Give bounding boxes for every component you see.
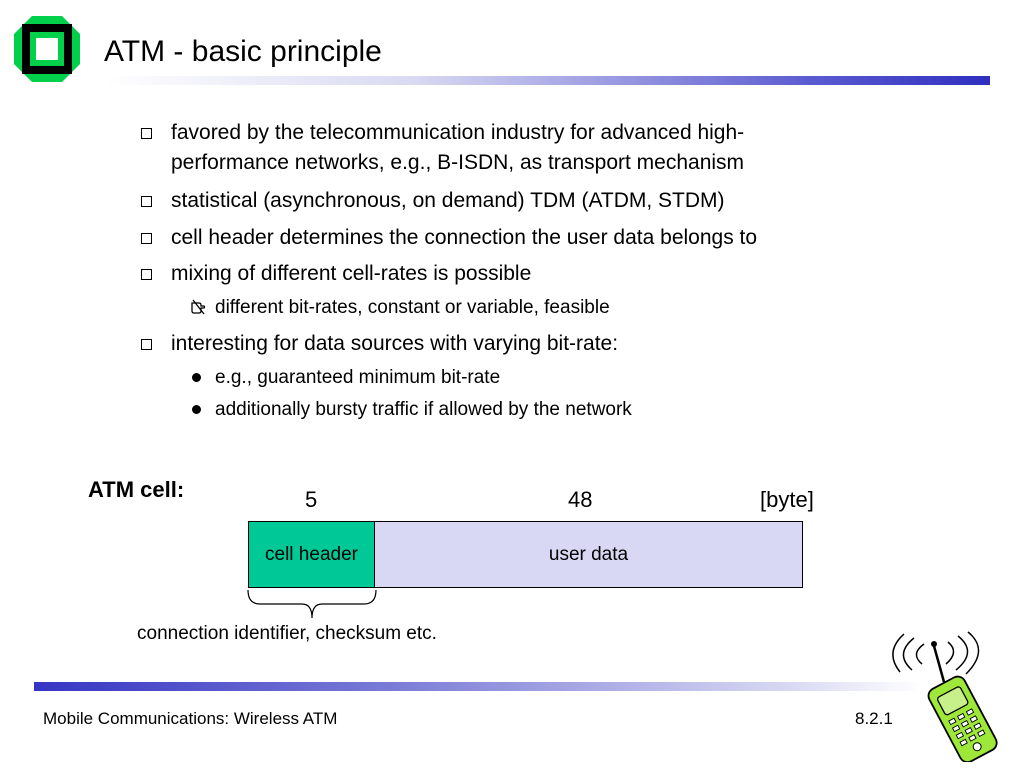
header-size-label: 5 xyxy=(305,487,318,512)
university-logo xyxy=(14,16,80,82)
bullet-text: cell header determines the connection th… xyxy=(171,226,758,249)
user-data-label: user data xyxy=(548,543,629,565)
header-brace xyxy=(246,588,378,622)
bullet-text: statistical (asynchronous, on demand) TD… xyxy=(171,189,725,212)
bullet-text: mixing of different cell-rates is possib… xyxy=(171,262,532,285)
slide-title: ATM - basic principle xyxy=(104,35,382,68)
sub-bullet-text: e.g., guaranteed minimum bit-rate xyxy=(215,367,501,388)
bullet-text: interesting for data sources with varyin… xyxy=(171,332,619,355)
bullet-text: favored by the telecommunication industr… xyxy=(171,121,745,144)
square-bullet-icon xyxy=(141,269,152,280)
sub-bullet-text: different bit-rates, constant or variabl… xyxy=(215,297,610,318)
atm-cell-label: ATM cell: xyxy=(88,477,185,502)
user-data-block: user data xyxy=(375,521,803,588)
square-bullet-icon xyxy=(141,339,152,350)
footer-bar xyxy=(34,682,922,691)
square-bullet-icon xyxy=(141,128,152,139)
footer-slide-number: 8.2.1 xyxy=(855,709,893,728)
bullet-text: performance networks, e.g., B-ISDN, as t… xyxy=(171,151,745,174)
footer-course-title: Mobile Communications: Wireless ATM xyxy=(43,709,338,728)
sub-bullet-text: additionally bursty traffic if allowed b… xyxy=(215,399,632,420)
dot-bullet-icon xyxy=(192,405,201,414)
pointing-hand-icon xyxy=(190,299,206,315)
dot-bullet-icon xyxy=(192,373,201,382)
unit-label: [byte] xyxy=(760,487,814,512)
cell-header-label: cell header xyxy=(265,543,358,565)
title-underline-bar xyxy=(106,76,990,85)
square-bullet-icon xyxy=(141,233,152,244)
square-bullet-icon xyxy=(141,196,152,207)
cell-header-block: cell header xyxy=(248,521,375,588)
mobile-phone-icon xyxy=(884,630,1008,764)
brace-note: connection identifier, checksum etc. xyxy=(137,623,437,644)
payload-size-label: 48 xyxy=(568,487,593,512)
